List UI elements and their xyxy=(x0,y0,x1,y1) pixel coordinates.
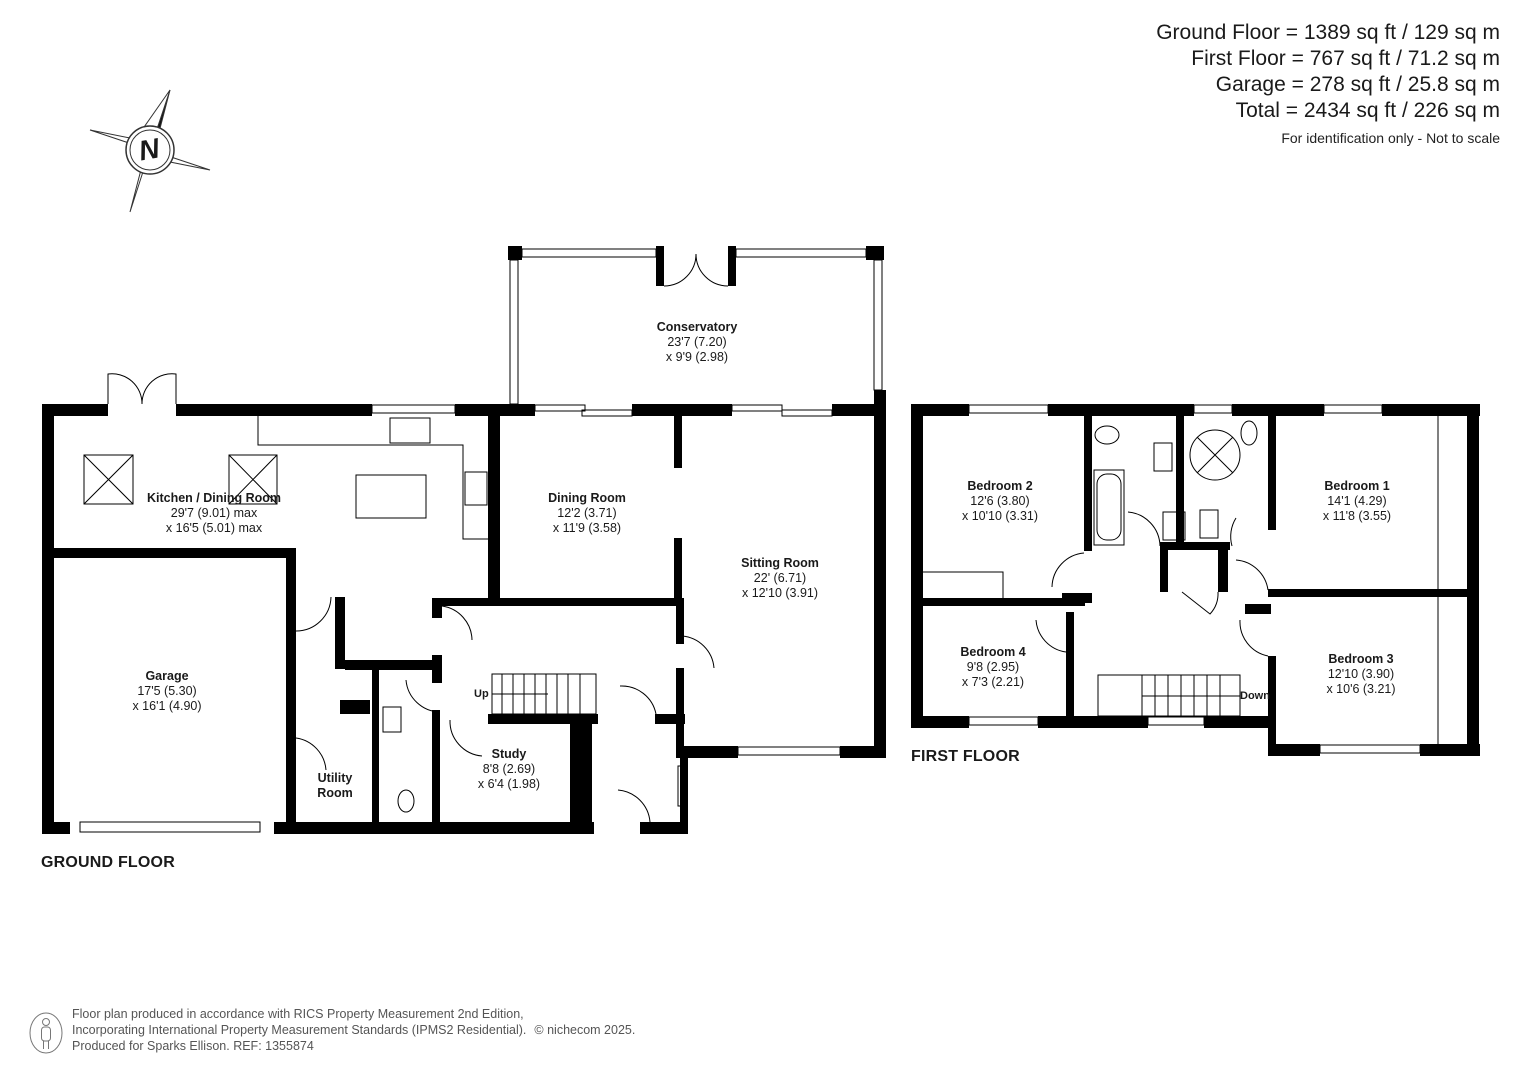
first-floor-area: First Floor = 767 sq ft / 71.2 sq m xyxy=(1191,47,1500,70)
room-bedroom-4: Bedroom 4 9'8 (2.95) x 7'3 (2.21) xyxy=(960,645,1026,689)
room-garage: Garage 17'5 (5.30) x 16'1 (4.90) xyxy=(132,669,202,713)
total-area: Total = 2434 sq ft / 226 sq m xyxy=(1235,99,1500,122)
footer-line-1: Floor plan produced in accordance with R… xyxy=(72,1007,524,1021)
ground-floor-label: GROUND FLOOR xyxy=(41,854,175,871)
room-bedroom-1: Bedroom 1 14'1 (4.29) x 11'8 (3.55) xyxy=(1322,479,1392,523)
room-utility: Utility Room xyxy=(317,771,353,800)
ground-floor-area: Ground Floor = 1389 sq ft / 129 sq m xyxy=(1156,21,1500,44)
copyright: © nichecom 2025. xyxy=(534,1023,636,1037)
first-floor-label: FIRST FLOOR xyxy=(911,748,1020,765)
room-study: Study 8'8 (2.69) x 6'4 (1.98) xyxy=(477,747,541,791)
person-icon xyxy=(29,1012,63,1054)
ground-floor-walls xyxy=(42,246,886,834)
area-summary: Ground Floor = 1389 sq ft / 129 sq m Fir… xyxy=(1156,20,1500,148)
stairs-down-label: Down xyxy=(1240,690,1270,702)
first-floor-walls xyxy=(911,404,1480,756)
room-bedroom-3: Bedroom 3 12'10 (3.90) x 10'6 (3.21) xyxy=(1326,652,1396,696)
north-compass-icon xyxy=(89,89,211,213)
room-kitchen-dining: Kitchen / Dining Room 29'7 (9.01) max x … xyxy=(146,491,282,535)
garage-area: Garage = 278 sq ft / 25.8 sq m xyxy=(1215,73,1500,96)
room-dining: Dining Room 12'2 (3.71) x 11'9 (3.58) xyxy=(548,491,626,535)
room-sitting: Sitting Room 22' (6.71) x 12'10 (3.91) xyxy=(741,556,819,600)
footer-credits: Floor plan produced in accordance with R… xyxy=(72,1006,635,1054)
first-floor-fixtures xyxy=(923,404,1439,754)
ground-floor-fixtures xyxy=(79,248,883,833)
footer-line-3: Produced for Sparks Ellison. REF: 135587… xyxy=(72,1039,314,1053)
stairs-up-label: Up xyxy=(474,688,489,700)
footer-line-2: Incorporating International Property Mea… xyxy=(72,1023,636,1037)
room-bedroom-2: Bedroom 2 12'6 (3.80) x 10'10 (3.31) xyxy=(961,479,1039,523)
scale-note: For identification only - Not to scale xyxy=(1281,130,1500,146)
room-conservatory: Conservatory 23'7 (7.20) x 9'9 (2.98) xyxy=(656,320,738,364)
